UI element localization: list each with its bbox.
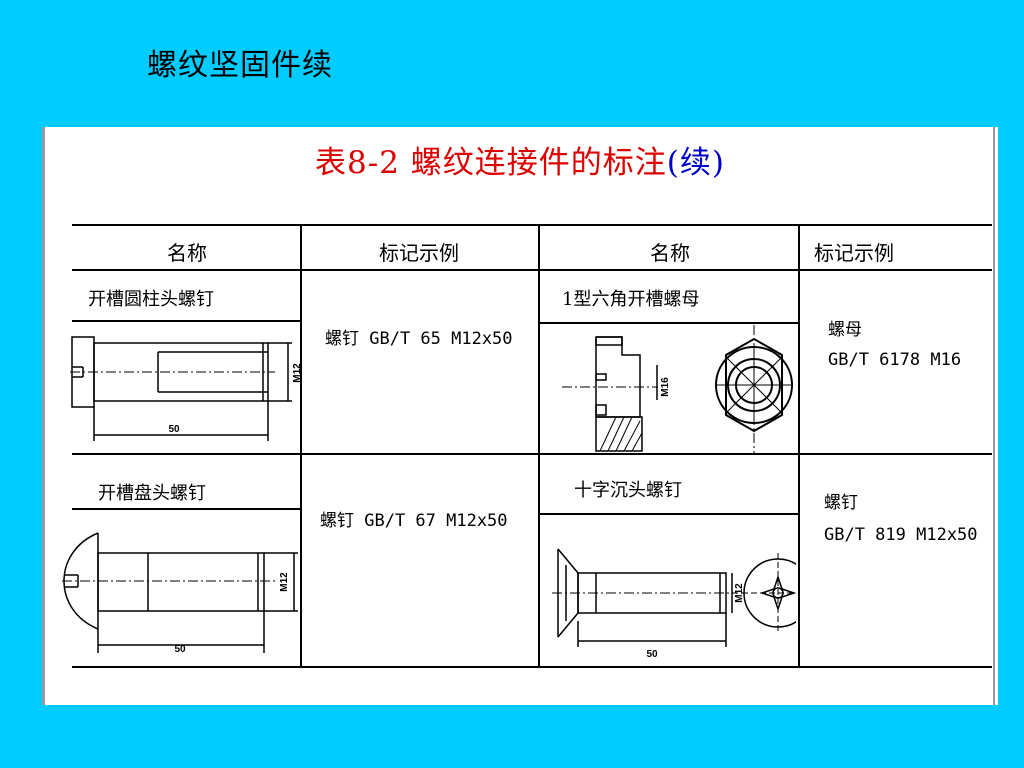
- slide-title: 螺纹坚固件续: [147, 48, 333, 83]
- row1-right-mark-line1: 螺母: [828, 320, 862, 340]
- table-panel: 表8-2 螺纹连接件的标注(续) 名称 标记示例 名称 标记示例 开槽圆柱头螺钉…: [42, 127, 998, 705]
- length-label: 50: [174, 644, 186, 655]
- row-separator: [72, 453, 992, 455]
- table-top-rule: [72, 224, 992, 226]
- diameter-label: M16: [660, 377, 671, 397]
- row2-left-name: 开槽盘头螺钉: [98, 483, 206, 504]
- name-rule: [72, 320, 300, 322]
- table-title-text: 表8-2 螺纹连接件的标注: [315, 145, 667, 181]
- row2-right-mark-line2: GB/T 819 M12x50: [824, 525, 978, 545]
- header-name-left: 名称: [167, 241, 207, 265]
- panel-border: [993, 127, 995, 705]
- column-divider: [798, 224, 800, 668]
- row1-left-name: 开槽圆柱头螺钉: [88, 289, 214, 310]
- header-mark-left: 标记示例: [379, 241, 459, 265]
- name-rule: [72, 508, 300, 510]
- length-label: 50: [646, 649, 658, 660]
- table-title-suffix: (续): [666, 145, 725, 181]
- table-title: 表8-2 螺纹连接件的标注(续): [42, 137, 998, 182]
- diameter-label: M12: [279, 572, 290, 592]
- column-divider: [538, 224, 540, 668]
- countersunk-screw-drawing: 50 M12: [552, 548, 796, 660]
- cheese-head-screw-drawing: 50 M12: [70, 336, 302, 441]
- name-rule: [538, 322, 800, 324]
- diameter-label: M12: [734, 583, 745, 603]
- panel-border: [42, 127, 45, 705]
- row1-left-mark: 螺钉 GB/T 65 M12x50: [325, 329, 513, 349]
- pan-head-screw-drawing: 50 M12: [62, 532, 298, 655]
- header-rule: [72, 269, 992, 271]
- table-bottom-rule: [72, 666, 992, 668]
- hex-slotted-nut-drawing: M16: [562, 325, 793, 455]
- name-rule: [538, 513, 800, 515]
- row1-right-name: 1型六角开槽螺母: [562, 289, 700, 310]
- length-label: 50: [168, 424, 180, 435]
- header-name-right: 名称: [650, 241, 690, 265]
- row2-right-name: 十字沉头螺钉: [574, 480, 682, 501]
- row2-left-mark: 螺钉 GB/T 67 M12x50: [320, 511, 508, 531]
- row2-right-mark-line1: 螺钉: [824, 493, 858, 513]
- diameter-label: M12: [292, 363, 302, 383]
- column-divider: [300, 224, 302, 668]
- header-mark-right: 标记示例: [814, 241, 894, 265]
- row1-right-mark-line2: GB/T 6178 M16: [828, 350, 962, 370]
